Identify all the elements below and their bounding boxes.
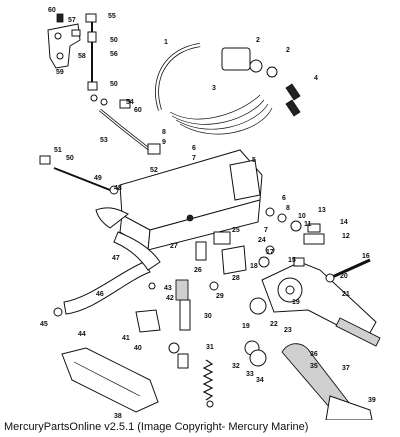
callout-label: 13 (318, 207, 326, 214)
callout-label: 50 (66, 155, 74, 162)
callout-label: 50 (110, 81, 118, 88)
callout-label: 33 (246, 371, 254, 378)
callout-label: 41 (122, 335, 130, 342)
callout-label: 30 (204, 313, 212, 320)
callout-label: 16 (362, 253, 370, 260)
callout-label: 14 (340, 219, 348, 226)
lever-arm (53, 231, 161, 317)
bottom-pad (61, 347, 159, 413)
small-fasteners (258, 207, 371, 283)
switch-components (135, 231, 247, 369)
callout-label: 18 (250, 263, 258, 270)
callout-label: 26 (194, 267, 202, 274)
callout-label: 50 (110, 37, 118, 44)
o-rings (244, 340, 267, 367)
callout-label: 6 (282, 195, 286, 202)
callout-label: 38 (114, 413, 122, 420)
callout-label: 29 (216, 293, 224, 300)
callout-label: 5 (252, 157, 256, 164)
callout-label: 8 (162, 129, 166, 136)
callout-label: 11 (304, 221, 312, 228)
callout-label: 17 (266, 249, 274, 256)
callout-label: 43 (164, 285, 172, 292)
callout-label: 34 (256, 377, 264, 384)
link-rod (99, 99, 161, 155)
callout-label: 40 (134, 345, 142, 352)
callout-label: 22 (270, 321, 278, 328)
callout-label: 36 (310, 351, 318, 358)
callout-label: 9 (162, 139, 166, 146)
callout-label: 37 (342, 365, 350, 372)
callout-label: 6 (192, 145, 196, 152)
callout-label: 2 (256, 37, 260, 44)
callout-label: 54 (126, 99, 134, 106)
callout-label: 25 (232, 227, 240, 234)
callout-label: 58 (78, 53, 86, 60)
callout-label: 19 (242, 323, 250, 330)
callout-label: 4 (314, 75, 318, 82)
callout-label: 44 (78, 331, 86, 338)
callout-label: 45 (40, 321, 48, 328)
callout-label: 7 (192, 155, 196, 162)
callout-label: 15 (288, 257, 296, 264)
callout-label: 23 (284, 327, 292, 334)
callout-label: 24 (258, 237, 266, 244)
callout-label: 8 (286, 205, 290, 212)
callout-label: 51 (54, 147, 62, 154)
callout-label: 28 (232, 275, 240, 282)
bracket-assembly (47, 13, 81, 69)
callout-label: 35 (310, 363, 318, 370)
callout-label: 47 (112, 255, 120, 262)
callout-label: 53 (100, 137, 108, 144)
parts-exploded-diagram: 1 2 2 3 4 5 6 6 7 7 8 8 9 10 11 12 13 14… (39, 7, 381, 420)
callout-labels: 1 2 2 3 4 5 6 6 7 7 8 8 9 10 11 12 13 14… (40, 7, 376, 420)
ignition-switch-harness (154, 43, 301, 135)
callout-label: 3 (212, 85, 216, 92)
callout-label: 32 (232, 363, 240, 370)
callout-label: 49 (94, 175, 102, 182)
handle-grip (281, 343, 373, 420)
callout-label: 39 (368, 397, 376, 404)
spring (202, 359, 214, 408)
callout-label: 27 (170, 243, 178, 250)
callout-label: 10 (298, 213, 306, 220)
callout-label: 21 (342, 291, 350, 298)
image-copyright-footer: MercuryPartsOnline v2.5.1 (Image Copyrig… (4, 421, 309, 433)
callout-label: 55 (108, 13, 116, 20)
callout-label: 31 (206, 344, 214, 351)
callout-label: 60 (48, 7, 56, 14)
callout-label: 1 (164, 39, 168, 46)
shift-shaft (39, 155, 119, 195)
callout-label: 46 (96, 291, 104, 298)
callout-label: 2 (286, 47, 290, 54)
callout-label: 60 (134, 107, 142, 114)
callout-label: 42 (166, 295, 174, 302)
control-housing (95, 149, 263, 251)
tiller-handle (249, 261, 381, 347)
callout-label: 7 (264, 227, 268, 234)
callout-label: 12 (342, 233, 350, 240)
callout-label: 59 (56, 69, 64, 76)
callout-label: 52 (150, 167, 158, 174)
callout-label: 56 (110, 51, 118, 58)
callout-label: 19 (292, 299, 300, 306)
throttle-rod (85, 13, 108, 106)
callout-label: 48 (114, 185, 122, 192)
callout-label: 20 (340, 273, 348, 280)
callout-label: 57 (68, 17, 76, 24)
